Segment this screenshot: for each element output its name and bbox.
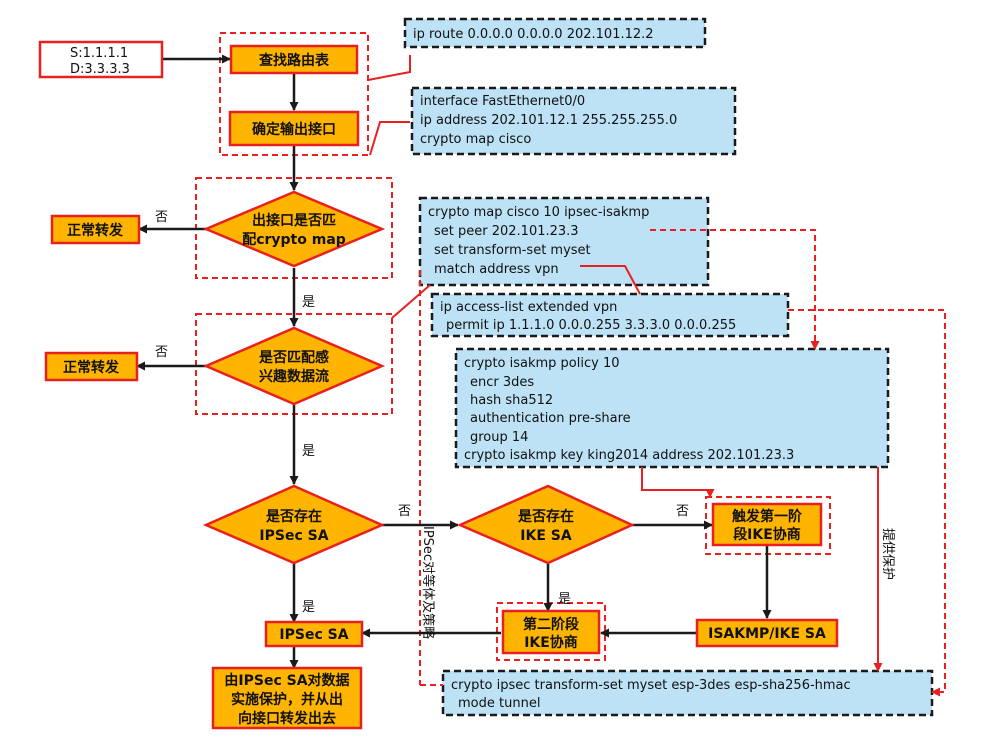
protect-forward-box: 由IPSec SA对数据 实施保护，并从出 向接口转发出去 [211, 666, 363, 730]
config-interface-line: ip address 202.101.12.1 255.255.255.0 [420, 113, 677, 128]
config-cryptomap-line: set transform-set myset [434, 243, 591, 258]
config-transform-box: crypto ipsec transform-set myset esp-3de… [441, 669, 934, 717]
protect-forward-line: 实施保护，并从出 [231, 691, 343, 708]
isakmp-sa-label: ISAKMP/IKE SA [708, 626, 826, 642]
peer-policy-annotation: IPSec对等体及策略 [420, 526, 436, 639]
config-isakmp-line: encr 3des [470, 375, 534, 390]
isakmp-sa-box: ISAKMP/IKE SA [695, 618, 839, 648]
trigger-phase1-line: 触发第一阶 [731, 508, 803, 525]
config-interface-line: crypto map cisco [420, 132, 531, 147]
ipsec-sa-box: IPSec SA [264, 620, 364, 648]
normal-forward-label: 正常转发 [67, 222, 124, 239]
edge-label-yes: 是 [302, 295, 315, 310]
phase2-box: 第二阶段 IKE协商 [501, 609, 601, 655]
decision-cryptomap: 出接口是否匹 配crypto map [202, 190, 386, 268]
phase2-line: 第二阶段 [523, 616, 579, 633]
config-cryptomap-line: set peer 202.101.23.3 [434, 224, 579, 239]
decision-ipsec-sa-line: IPSec SA [259, 528, 328, 544]
packet-box: S:1.1.1.1 D:3.3.3.3 [38, 40, 164, 79]
decision-cryptomap-line: 出接口是否匹 [252, 212, 336, 229]
route-lookup-box: 查找路由表 [229, 44, 359, 75]
config-isakmp-line: crypto isakmp policy 10 [464, 356, 620, 371]
protect-forward-line: 向接口转发出去 [238, 710, 336, 727]
edge-label-yes: 是 [302, 600, 315, 615]
decision-ipsec-sa: 是否存在 IPSec SA [202, 484, 386, 565]
phase2-line: IKE协商 [524, 634, 578, 651]
config-transform-line: crypto ipsec transform-set myset esp-3de… [451, 678, 851, 693]
decision-ike-sa-line: 是否存在 [518, 508, 574, 525]
config-cryptomap-line: crypto map cisco 10 ipsec-isakmp [428, 205, 649, 220]
edge-label-yes: 是 [558, 592, 571, 607]
edge-label-no: 否 [398, 504, 411, 519]
decision-ike-sa-line: IKE SA [520, 528, 572, 544]
config-acl-box: ip access-list extended vpn permit ip 1.… [430, 292, 790, 338]
trigger-phase1-line: 段IKE协商 [733, 526, 801, 543]
config-acl-line: ip access-list extended vpn [440, 300, 617, 315]
config-cryptomap-line: match address vpn [434, 262, 559, 277]
config-isakmp-line: authentication pre-share [470, 411, 631, 426]
config-isakmp-box: crypto isakmp policy 10 encr 3des hash s… [454, 347, 890, 469]
edge-label-no: 否 [155, 210, 168, 225]
packet-dst: D:3.3.3.3 [70, 62, 130, 77]
flow-arrows [136, 54, 772, 669]
config-isakmp-line: crypto isakmp key king2014 address 202.1… [464, 448, 794, 463]
ipsec-sa-label: IPSec SA [279, 627, 348, 643]
edge-label-no: 否 [155, 345, 168, 360]
edge-label-yes: 是 [302, 444, 315, 459]
config-route-line: ip route 0.0.0.0 0.0.0.0 202.101.12.2 [413, 27, 654, 42]
normal-forward-box-2: 正常转发 [44, 351, 139, 382]
trigger-phase1-box: 触发第一阶 段IKE协商 [711, 502, 823, 547]
packet-src: S:1.1.1.1 [70, 46, 128, 61]
decision-ipsec-sa-line: 是否存在 [266, 508, 322, 525]
decision-ike-sa: 是否存在 IKE SA [456, 484, 636, 565]
protect-forward-line: 由IPSec SA对数据 [224, 672, 349, 689]
config-isakmp-line: group 14 [470, 430, 528, 445]
config-cryptomap-box: crypto map cisco 10 ipsec-isakmp set pee… [418, 196, 710, 287]
edge-label-no: 否 [676, 504, 689, 519]
decision-interesting-line: 是否匹配感 [259, 349, 329, 366]
config-interface-line: interface FastEthernet0/0 [420, 94, 585, 109]
decision-cryptomap-line: 配crypto map [242, 232, 346, 248]
normal-forward-box-1: 正常转发 [50, 214, 141, 245]
config-acl-line: permit ip 1.1.1.0 0.0.0.255 3.3.3.0 0.0.… [446, 318, 736, 333]
provide-protection-annotation: 提供保护 [880, 528, 896, 580]
config-transform-line: mode tunnel [458, 696, 540, 711]
decision-interesting-traffic: 是否匹配感 兴趣数据流 [202, 326, 386, 406]
egress-interface-label: 确定输出接口 [252, 121, 336, 138]
config-route-box: ip route 0.0.0.0 0.0.0.0 202.101.12.2 [403, 17, 707, 49]
egress-interface-box: 确定输出接口 [228, 110, 360, 147]
normal-forward-label: 正常转发 [63, 359, 120, 376]
red-connectors [367, 55, 946, 697]
config-isakmp-line: hash sha512 [470, 393, 553, 408]
config-interface-box: interface FastEthernet0/0 ip address 202… [410, 86, 737, 156]
decision-interesting-line: 兴趣数据流 [259, 368, 329, 385]
route-lookup-label: 查找路由表 [259, 52, 330, 69]
